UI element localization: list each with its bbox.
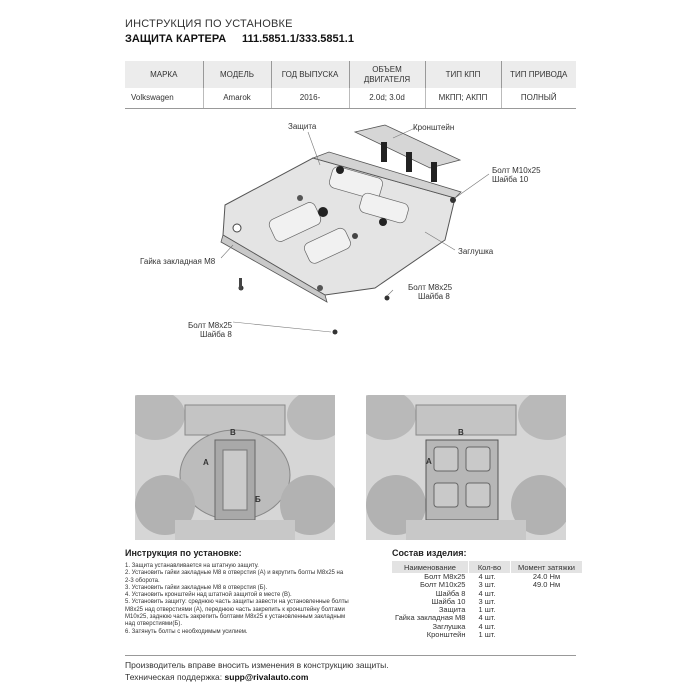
instruction-step: 5. Установить защиту: среднюю часть защи… [125, 599, 349, 606]
item-name: Болт М10х25 [419, 580, 466, 590]
label-gaika: Гайка закладная М8 [140, 257, 216, 266]
spec-header-cell: ТИП ПРИВОДА [501, 61, 576, 88]
spec-row: Volkswagen Amarok 2016- 2.0d; 3.0d МКПП;… [125, 88, 576, 109]
instruction-step: 6. Затянуть болты с необходимым усилием. [125, 628, 248, 635]
spec-header-cell: ОБЪЕМ ДВИГАТЕЛЯ [349, 61, 426, 88]
label-bolt-m8-right: Болт М8х25 [408, 283, 453, 292]
footer-divider [125, 655, 576, 656]
label-shaiba-10: Шайба 10 [492, 175, 529, 184]
spec-header-cell: МАРКА [125, 61, 204, 88]
label-bolt-m10: Болт М10х25 [492, 166, 541, 175]
label-zashchita: Защита [288, 122, 317, 131]
composition-table: Наименование Кол-во Момент затяжки Болт … [392, 561, 583, 639]
instruction-step: 1. Защита устанавливается на штатную защ… [125, 563, 259, 569]
item-torque [510, 614, 582, 622]
table-row: Гайка закладная М8 4 шт. [392, 613, 582, 623]
item-qty: 1 шт. [478, 605, 496, 615]
skid-plate-drawing [220, 151, 462, 303]
item-name: Шайба 8 [435, 588, 466, 598]
photo-before-installation: А Б В [135, 395, 335, 540]
item-torque [510, 606, 582, 614]
instruction-step: М8х25 над отверстиями (А), переднюю част… [125, 606, 345, 613]
table-row: Болт М8х25 4 шт. 24.0 Нм [392, 572, 582, 581]
item-qty: 4 шт. [478, 613, 496, 623]
item-name: Болт М8х25 [424, 572, 466, 581]
spec-header-row: МАРКА МОДЕЛЬ ГОД ВЫПУСКА ОБЪЕМ ДВИГАТЕЛЯ… [125, 61, 576, 88]
table-row: Кронштейн 1 шт. [392, 630, 582, 640]
bracket-drawing [353, 124, 462, 182]
hardware-drawing [238, 197, 456, 335]
vehicle-spec-table: МАРКА МОДЕЛЬ ГОД ВЫПУСКА ОБЪЕМ ДВИГАТЕЛЯ… [125, 61, 576, 109]
item-name: Заглушка [432, 621, 466, 631]
instruction-step: 2. Установить гайки закладные М8 в отвер… [125, 570, 344, 577]
item-torque [510, 590, 582, 598]
table-row: Защита 1 шт. [392, 605, 582, 615]
marker-v: В [458, 428, 464, 437]
instructions-list: 1. Защита устанавливается на штатную защ… [125, 563, 383, 636]
spec-header-cell: ГОД ВЫПУСКА [271, 61, 350, 88]
composition-title: Состав изделия: [392, 548, 467, 558]
marker-b: Б [255, 495, 261, 504]
spec-cell: Volkswagen [125, 88, 204, 109]
support-line: Техническая поддержка: supp@rivalauto.co… [125, 672, 308, 682]
support-label: Техническая поддержка: [125, 672, 223, 682]
composition-header-row: Наименование Кол-во Момент затяжки [392, 561, 583, 573]
leader-lines [220, 127, 490, 333]
exploded-diagram [220, 124, 490, 335]
item-torque: 49.0 Нм [532, 580, 561, 590]
composition-header-cell: Наименование [392, 561, 469, 573]
marker-v: В [230, 428, 236, 437]
instruction-step: 3. Установить гайки закладные М8 в отвер… [125, 584, 268, 591]
item-qty: 4 шт. [478, 588, 496, 598]
table-row: Шайба 10 3 шт. [392, 596, 582, 606]
table-row: Шайба 8 4 шт. [392, 588, 582, 598]
table-row: Болт М10х25 3 шт. 49.0 Нм [392, 580, 582, 590]
spec-cell: МКПП; АКПП [425, 88, 502, 109]
item-name: Кронштейн [426, 630, 466, 640]
instruction-step: М10х25, заднюю часть закрепить болтами М… [125, 614, 346, 621]
item-torque [510, 598, 582, 606]
item-qty: 4 шт. [478, 621, 496, 631]
spec-header-cell: ТИП КПП [425, 61, 502, 88]
composition-header-cell: Кол-во [468, 561, 511, 573]
marker-a: А [203, 458, 209, 467]
footer-note: Производитель вправе вносить изменения в… [125, 660, 389, 670]
doc-heading: ИНСТРУКЦИЯ ПО УСТАНОВКЕ [125, 18, 293, 30]
item-torque [510, 623, 582, 631]
item-name: Защита [438, 605, 466, 615]
underbody-illustration [135, 395, 335, 540]
underbody-with-plate-illustration [366, 395, 566, 540]
spec-cell: 2.0d; 3.0d [349, 88, 426, 109]
instructions-title: Инструкция по установке: [125, 548, 242, 558]
spec-cell: ПОЛНЫЙ [501, 88, 576, 109]
item-torque: 24.0 Нм [532, 572, 561, 581]
composition-header-cell: Момент затяжки [510, 561, 583, 573]
part-numbers: 111.5851.1/333.5851.1 [242, 33, 354, 45]
instruction-step: 2-3 оборота. [125, 577, 160, 584]
support-email[interactable]: supp@rivalauto.com [224, 672, 309, 682]
label-bolt-m8-left: Болт М8х25 [188, 321, 233, 330]
spec-cell: 2016- [271, 88, 350, 109]
label-shaiba-8-right: Шайба 8 [418, 292, 450, 301]
marker-a: А [426, 457, 432, 466]
item-name: Шайба 10 [431, 596, 466, 606]
instruction-step: 4. Установить кронштейн над штатной защи… [125, 592, 292, 599]
item-qty: 3 шт. [478, 596, 496, 606]
spec-cell: Amarok [203, 88, 272, 109]
photo-after-installation: А В [366, 395, 566, 540]
label-shaiba-8-left: Шайба 8 [200, 330, 232, 339]
item-name: Гайка закладная М8 [395, 613, 466, 623]
item-qty: 4 шт. [478, 572, 496, 581]
label-zaglushka: Заглушка [458, 247, 494, 256]
table-row: Заглушка 4 шт. [392, 621, 582, 631]
item-torque [510, 631, 582, 639]
spec-header-cell: МОДЕЛЬ [203, 61, 272, 88]
item-qty: 1 шт. [478, 630, 496, 640]
instruction-step: над отверстиями(Б). [125, 621, 182, 628]
product-title: ЗАЩИТА КАРТЕРА [125, 33, 227, 45]
label-kronshtein: Кронштейн [413, 123, 455, 132]
item-qty: 3 шт. [478, 580, 496, 590]
